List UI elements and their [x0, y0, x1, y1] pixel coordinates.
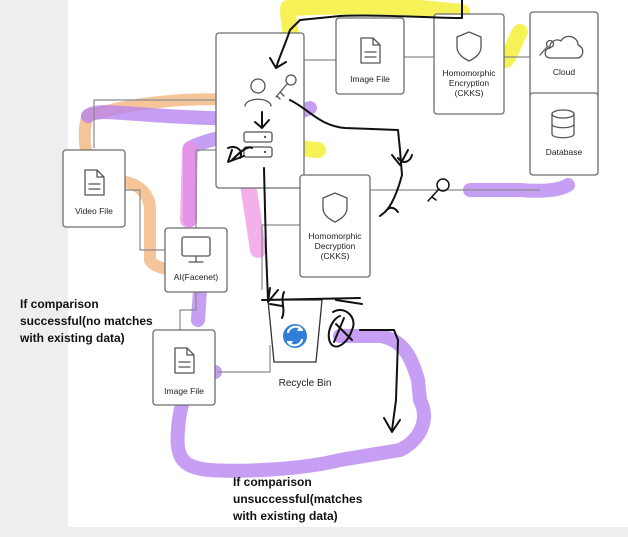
encryption-box[interactable]: [433, 13, 505, 115]
video-file-icon: [84, 169, 105, 196]
recycle-bin-label: Recycle Bin: [279, 378, 332, 389]
failure-note: If comparison unsuccessful(matches with …: [233, 475, 363, 523]
recycle-bin-icon: [267, 299, 323, 363]
database-box[interactable]: [529, 92, 599, 176]
video-file-label: Video File: [75, 206, 113, 216]
database-icon: [551, 109, 575, 139]
connector-server-image: [303, 59, 336, 100]
monitor-icon: [181, 236, 211, 263]
label-line: Decryption: [315, 241, 356, 251]
server-node-box[interactable]: [215, 32, 305, 189]
server-icon: [243, 131, 273, 158]
label-line: Homomorphic: [443, 68, 497, 78]
success-note: If comparison successful(no matches with…: [20, 297, 153, 345]
connector-server-video: [93, 99, 215, 148]
label-line: (CKKS): [455, 88, 484, 98]
cloud-key-icon: [539, 39, 555, 56]
connector-decrypt-bin: [261, 224, 300, 290]
highlight-purple-main: [81, 101, 575, 478]
connector-ai-imagefile: [179, 293, 197, 330]
user-icon: [244, 78, 272, 107]
ai-label: AI(Facenet): [174, 272, 219, 282]
ink-top-arrow: [269, 0, 463, 69]
key-icon: [275, 74, 297, 100]
image-file-top-label: Image File: [350, 74, 390, 84]
image-file-top-box[interactable]: [335, 17, 405, 95]
decryption-box[interactable]: [299, 174, 371, 278]
ink-server-down: [254, 111, 270, 129]
label-line: (CKKS): [321, 251, 350, 261]
ink-left-arrow: [227, 146, 253, 163]
cloud-icon: [544, 35, 584, 59]
ink-loop-arrow: [359, 329, 401, 433]
cloud-label: Cloud: [553, 67, 575, 77]
ink-server-right: [289, 99, 413, 217]
connector-bin-imagefile: [217, 345, 271, 373]
ink-bin-outline: [261, 291, 363, 348]
ink-layer: [227, 0, 463, 433]
database-label: Database: [546, 147, 583, 157]
file-icon: [360, 37, 381, 64]
file-icon: [174, 347, 195, 374]
ink-down-to-bin: [263, 167, 279, 303]
connector-video-ai: [125, 189, 165, 251]
label-line: Homomorphic: [309, 231, 363, 241]
cloud-box[interactable]: [529, 11, 599, 101]
label-line: Encryption: [449, 78, 489, 88]
shield-icon: [322, 192, 348, 223]
image-file-bottom-label: Image File: [164, 386, 204, 396]
shield-icon: [456, 31, 482, 62]
key-icon: [427, 178, 450, 202]
